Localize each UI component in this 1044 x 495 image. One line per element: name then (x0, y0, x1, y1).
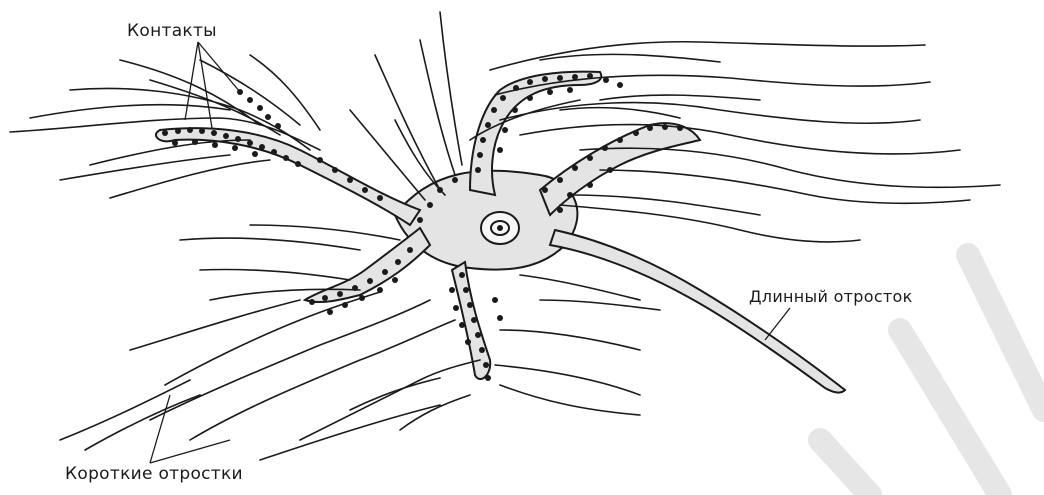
contacts-label: Контакты (127, 21, 217, 41)
short-processes-label: Короткие отростки (65, 464, 243, 484)
nucleus (481, 212, 519, 244)
long-process-label: Длинный отросток (749, 287, 913, 306)
